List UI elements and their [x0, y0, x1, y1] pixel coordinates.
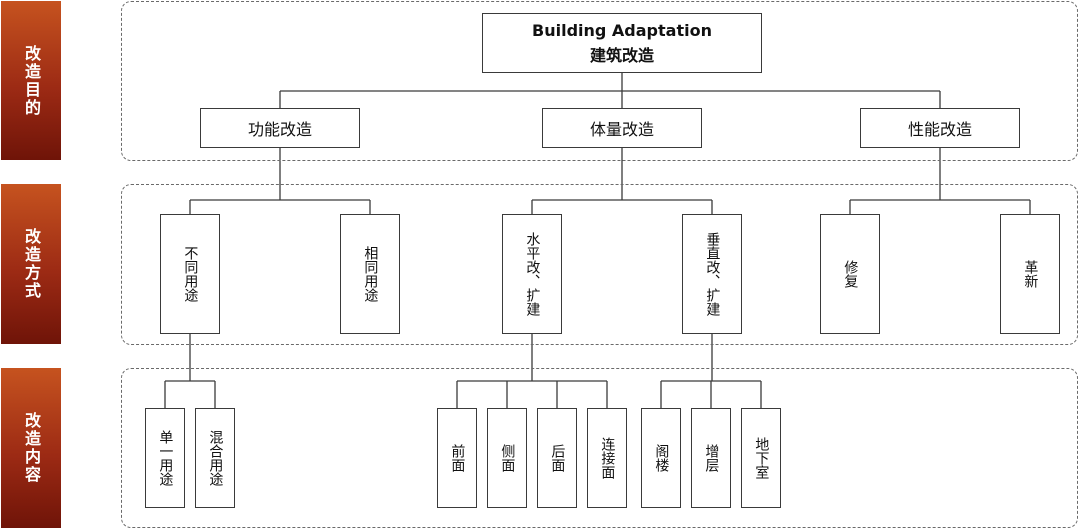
method-same-use-node: 相同用途: [340, 214, 400, 334]
content-mixed-use-node: 混合用途: [195, 408, 235, 508]
content-back-node: 后面: [537, 408, 577, 508]
method-renovate-node: 革新: [1000, 214, 1060, 334]
method-same-use-label: 相同用途: [362, 246, 379, 302]
side-label-purpose-text: 改造目的: [22, 44, 41, 117]
content-connecting-label: 连接面: [599, 437, 616, 479]
content-attic-node: 阁楼: [641, 408, 681, 508]
method-repair-node: 修复: [820, 214, 880, 334]
side-label-method-text: 改造方式: [22, 228, 41, 300]
purpose-performance-node: 性能改造: [860, 108, 1020, 148]
side-label-method: 改造方式: [1, 184, 61, 344]
purpose-volume-label: 体量改造: [589, 120, 654, 139]
method-renovate-label: 革新: [1022, 260, 1039, 288]
content-side-label: 侧面: [499, 444, 516, 472]
content-add-floor-node: 增层: [691, 408, 731, 508]
method-vertical-label: 垂直改、扩建: [704, 232, 721, 316]
content-region: [121, 368, 1078, 528]
content-single-use-node: 单一用途: [145, 408, 185, 508]
purpose-function-node: 功能改造: [200, 108, 360, 148]
content-basement-label: 地下室: [753, 437, 770, 479]
method-horizontal-label: 水平改、扩建: [524, 232, 541, 316]
content-front-node: 前面: [437, 408, 477, 508]
root-title-zh: 建筑改造: [589, 45, 654, 65]
method-different-use-label: 不同用途: [182, 246, 199, 302]
method-vertical-node: 垂直改、扩建: [682, 214, 742, 334]
method-different-use-node: 不同用途: [160, 214, 220, 334]
purpose-performance-label: 性能改造: [907, 120, 972, 139]
side-label-content-text: 改造内容: [22, 412, 41, 484]
content-side-node: 侧面: [487, 408, 527, 508]
content-back-label: 后面: [549, 444, 566, 472]
method-region: [121, 184, 1078, 345]
content-mixed-use-label: 混合用途: [207, 430, 224, 486]
purpose-region: [121, 1, 1078, 161]
purpose-volume-node: 体量改造: [542, 108, 702, 148]
content-single-use-label: 单一用途: [157, 430, 174, 486]
method-horizontal-node: 水平改、扩建: [502, 214, 562, 334]
root-title-en: Building Adaptation: [532, 20, 712, 40]
content-attic-label: 阁楼: [653, 444, 670, 472]
side-label-content: 改造内容: [1, 368, 61, 528]
content-add-floor-label: 增层: [703, 444, 720, 472]
content-connecting-node: 连接面: [587, 408, 627, 508]
method-repair-label: 修复: [842, 260, 859, 288]
purpose-function-label: 功能改造: [247, 120, 312, 139]
content-front-label: 前面: [449, 444, 466, 472]
root-node: Building Adaptation 建筑改造: [482, 13, 762, 73]
side-label-purpose: 改造目的: [1, 1, 61, 160]
content-basement-node: 地下室: [741, 408, 781, 508]
